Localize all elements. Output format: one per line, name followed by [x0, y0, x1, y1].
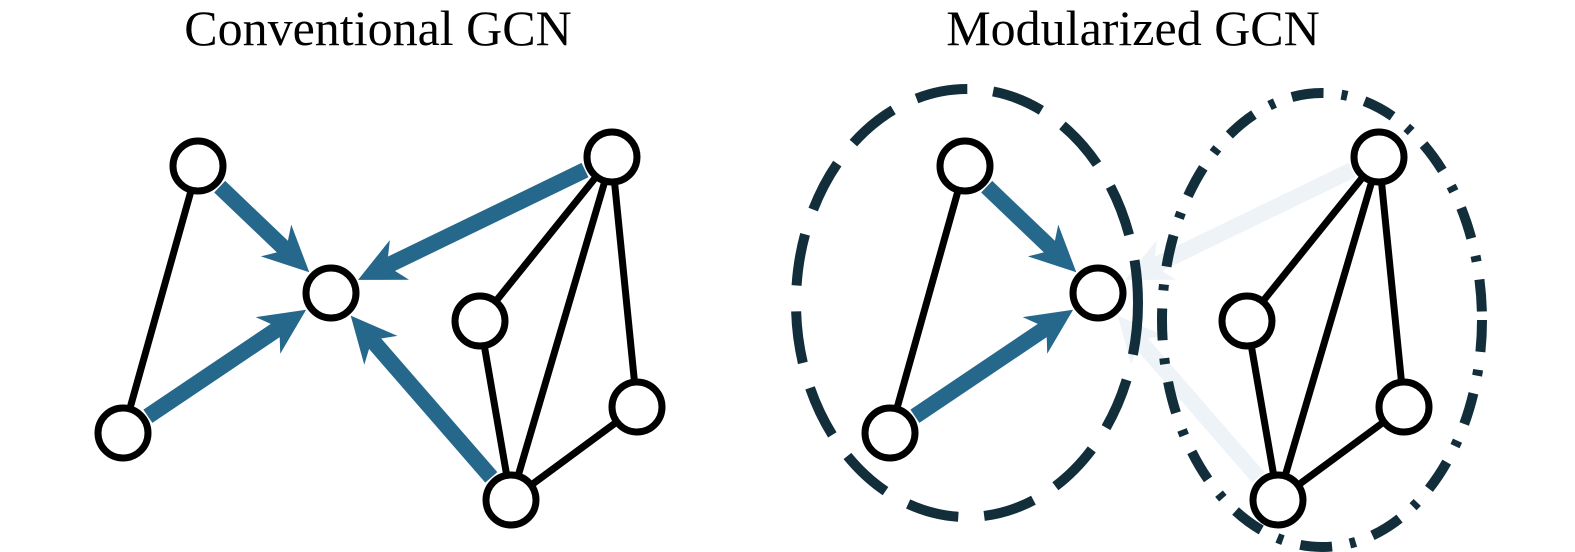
- message-arrow-D-to-C: [358, 162, 589, 280]
- graph-edge-E-F: [476, 320, 515, 501]
- graph-node-B: [861, 404, 919, 462]
- graph-edge-D-E: [477, 154, 615, 324]
- message-arrow-D-to-C-blocked: [1125, 162, 1356, 280]
- arrow-head: [358, 240, 409, 280]
- graph-edge-D-F: [1274, 156, 1383, 501]
- graph-node-C: [1069, 264, 1127, 322]
- graph-edge-A-B: [886, 165, 969, 434]
- graph-edge-D-F: [507, 156, 616, 501]
- graph-node-G: [608, 378, 666, 436]
- panel-modularized-gcn: [791, 84, 1487, 552]
- arrow-shaft: [1132, 334, 1265, 483]
- graph-node-G: [1375, 378, 1433, 436]
- arrow-shaft: [981, 180, 1059, 256]
- panel-conventional-gcn: [94, 128, 666, 529]
- message-arrow-B-to-C: [910, 309, 1074, 423]
- arrow-head: [255, 309, 307, 354]
- left-panel-title: Conventional GCN: [184, 0, 572, 56]
- right-panel-title: Modularized GCN: [946, 0, 1320, 56]
- arrow-head: [1027, 224, 1077, 273]
- arrow-shaft: [214, 180, 292, 256]
- arrow-shaft: [910, 321, 1051, 423]
- arrow-head: [1022, 309, 1074, 354]
- arrow-head: [350, 315, 398, 365]
- arrow-head: [260, 224, 310, 273]
- graph-node-E: [1218, 292, 1276, 350]
- message-arrow-A-to-C: [981, 180, 1077, 273]
- graph-node-C: [302, 264, 360, 322]
- graph-node-D: [1350, 128, 1408, 186]
- arrow-shaft: [383, 162, 589, 274]
- cluster-boundary-community-1: [791, 84, 1143, 522]
- graph-edge-D-E: [1244, 154, 1382, 324]
- arrow-shaft: [143, 321, 284, 423]
- cluster-boundary-community-2: [1157, 88, 1487, 552]
- graph-node-F: [482, 471, 540, 529]
- graph-node-F: [1249, 471, 1307, 529]
- arrow-shaft: [365, 334, 498, 483]
- graph-node-A: [936, 137, 994, 195]
- message-arrow-F-to-C: [350, 315, 498, 483]
- graph-node-B: [94, 404, 152, 462]
- graph-node-A: [169, 137, 227, 195]
- graph-node-E: [451, 292, 509, 350]
- message-arrow-B-to-C: [143, 309, 307, 423]
- graph-edge-D-G: [608, 156, 641, 408]
- graph-edge-A-B: [119, 165, 202, 434]
- graph-edge-D-G: [1375, 156, 1408, 408]
- arrow-shaft: [1150, 162, 1356, 274]
- message-arrow-A-to-C: [214, 180, 310, 273]
- graph-node-D: [583, 128, 641, 186]
- graph-edge-E-F: [1243, 320, 1282, 501]
